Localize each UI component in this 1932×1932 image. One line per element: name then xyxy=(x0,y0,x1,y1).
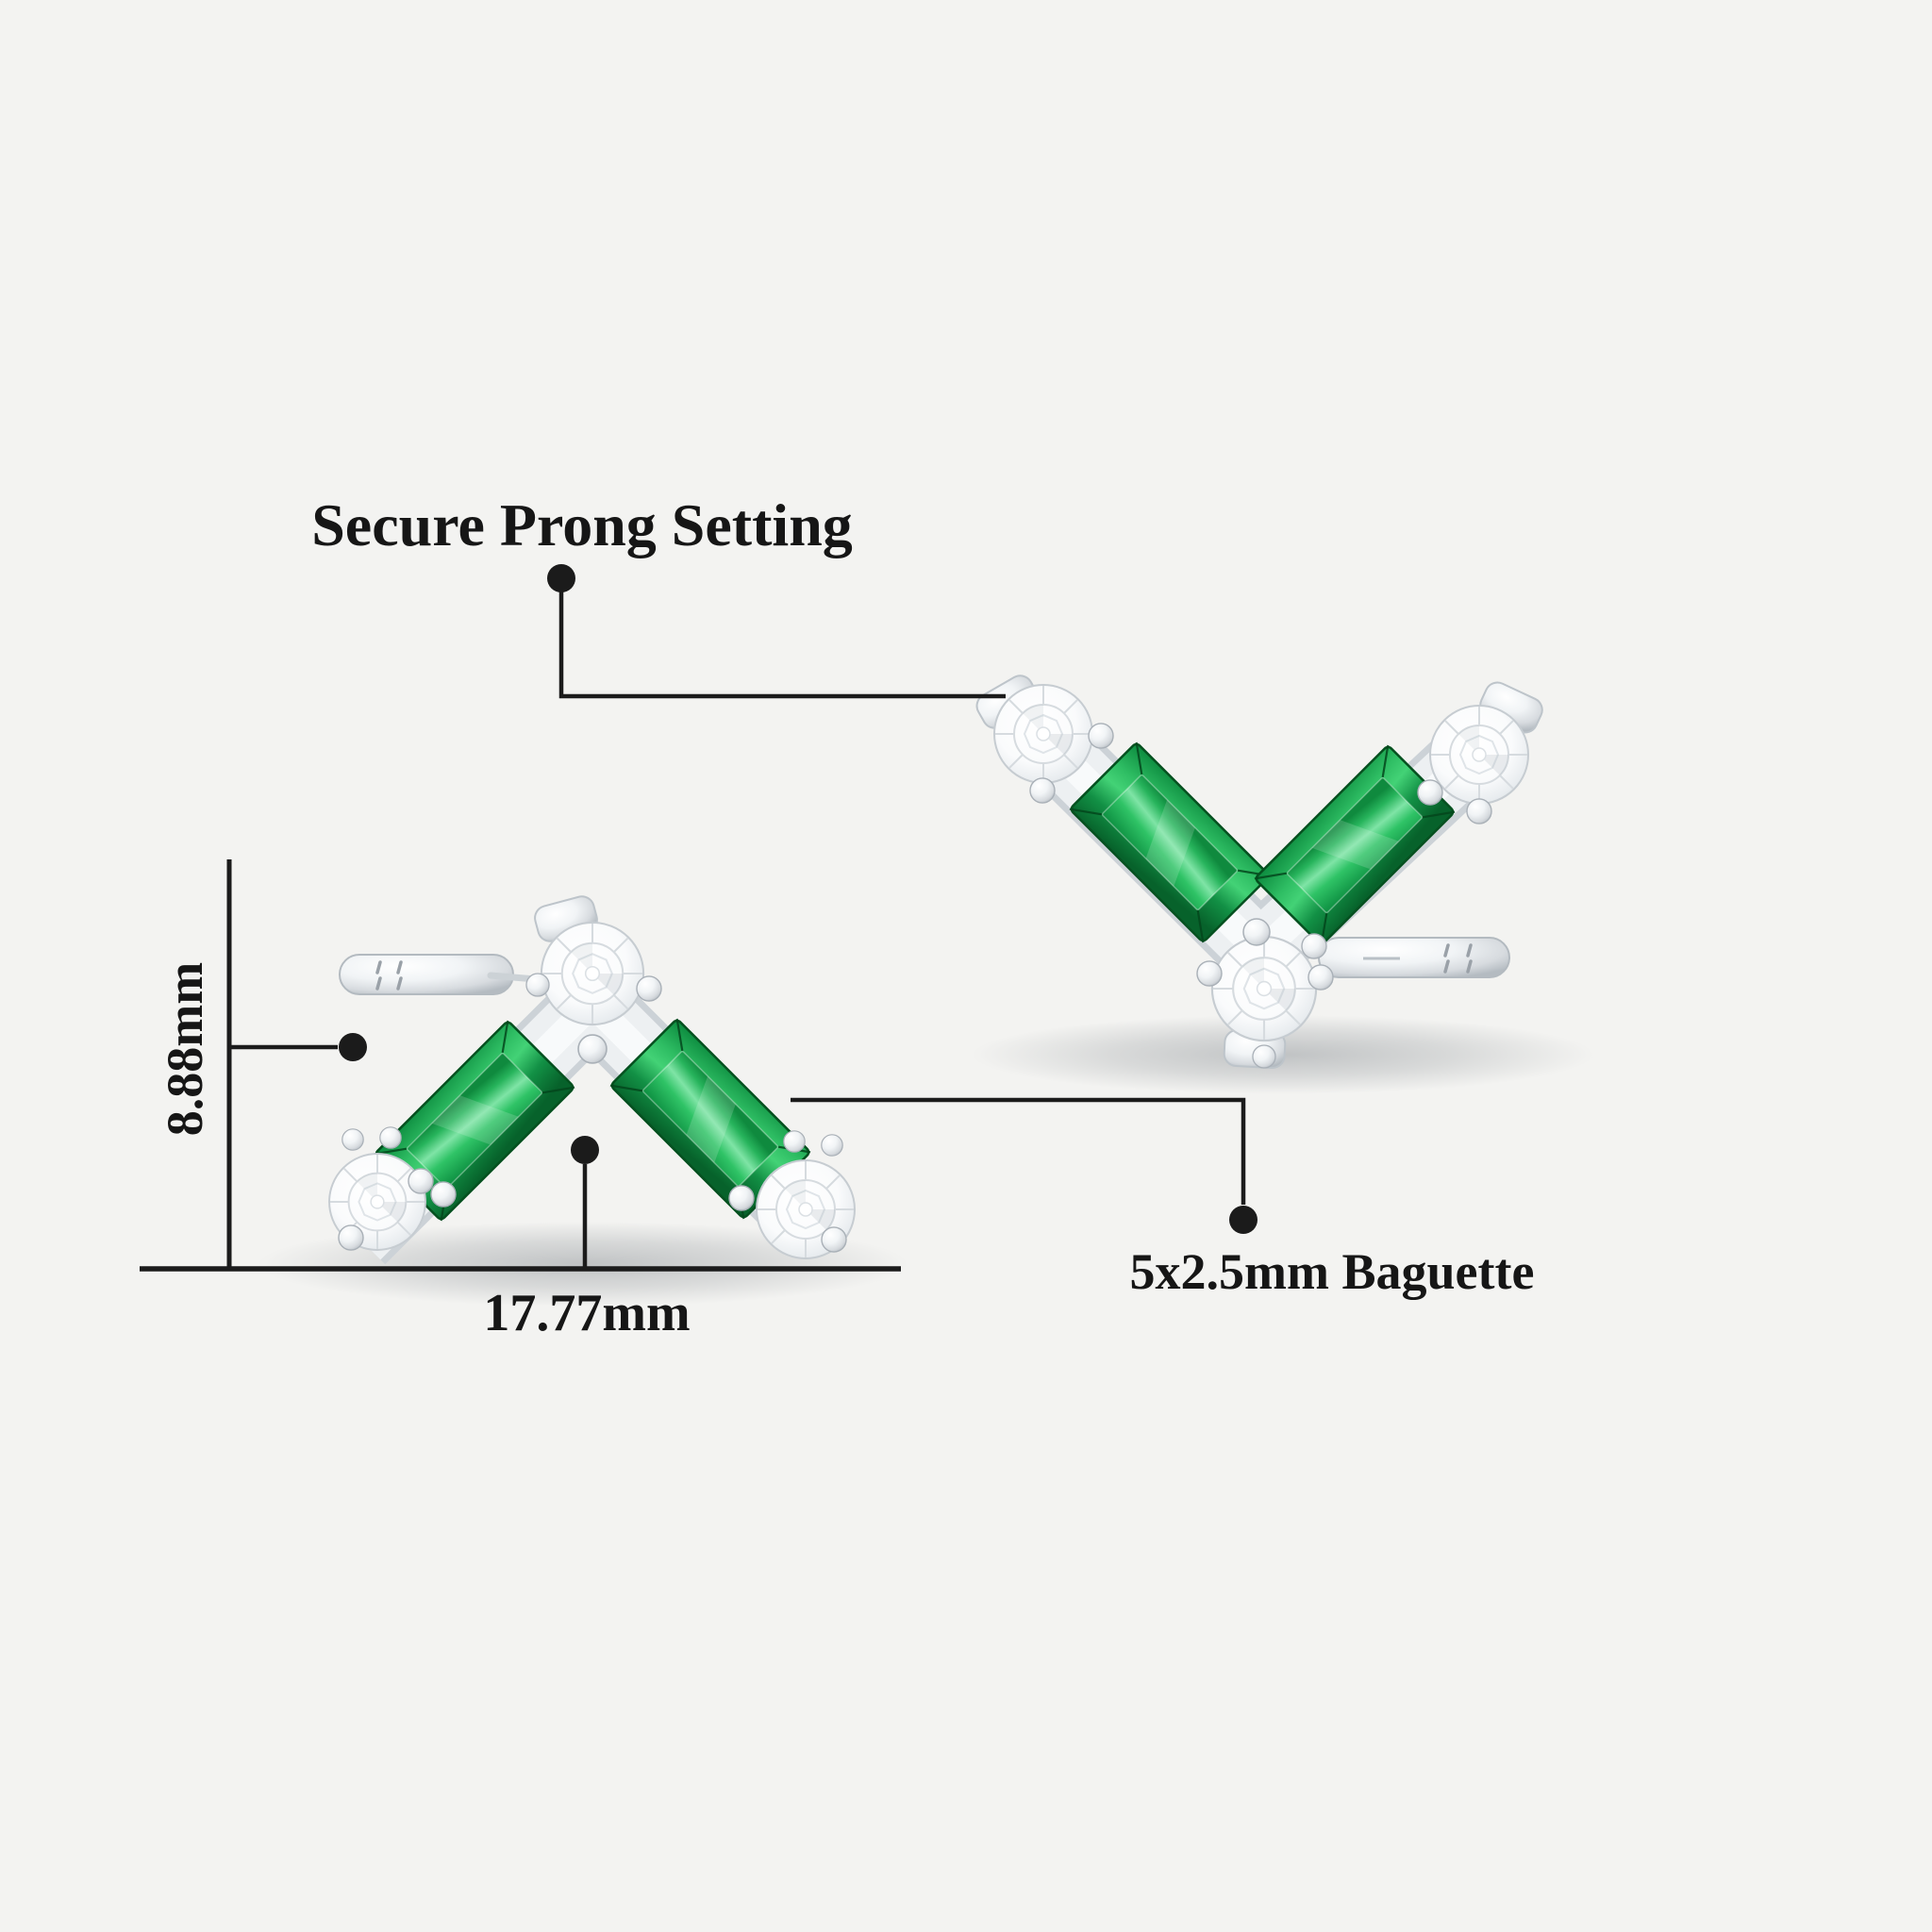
height-callout-dot xyxy=(339,1033,367,1061)
annotation-dots xyxy=(339,564,1257,1234)
diamond-stone xyxy=(1210,935,1318,1042)
annotation-lines xyxy=(140,578,1246,1272)
earring-post-clutch xyxy=(1318,937,1510,978)
left-earring-illustration xyxy=(258,892,908,1307)
width-dimension-label: 17.77mm xyxy=(483,1284,690,1342)
diamond-stone xyxy=(540,921,645,1026)
baguette-size-label: 5x2.5mm Baguette xyxy=(1130,1243,1535,1300)
width-callout-dot xyxy=(571,1136,599,1164)
prong-setting-callout-dot xyxy=(547,564,575,592)
baguette-callout-dot xyxy=(1229,1206,1257,1234)
baguette-leader-line xyxy=(791,1097,1246,1205)
prong-setting-label: Secure Prong Setting xyxy=(311,491,853,558)
clutch-notch-marks xyxy=(1443,943,1473,974)
height-dimension-label: 8.88mm xyxy=(157,962,213,1136)
clutch-notch-marks xyxy=(375,960,403,991)
earring-post-clutch xyxy=(339,954,562,995)
prong-setting-leader-line xyxy=(558,578,1006,699)
diamond-stone xyxy=(993,684,1093,784)
diamond-stone xyxy=(1429,705,1529,805)
right-earring-illustration xyxy=(971,670,1594,1094)
